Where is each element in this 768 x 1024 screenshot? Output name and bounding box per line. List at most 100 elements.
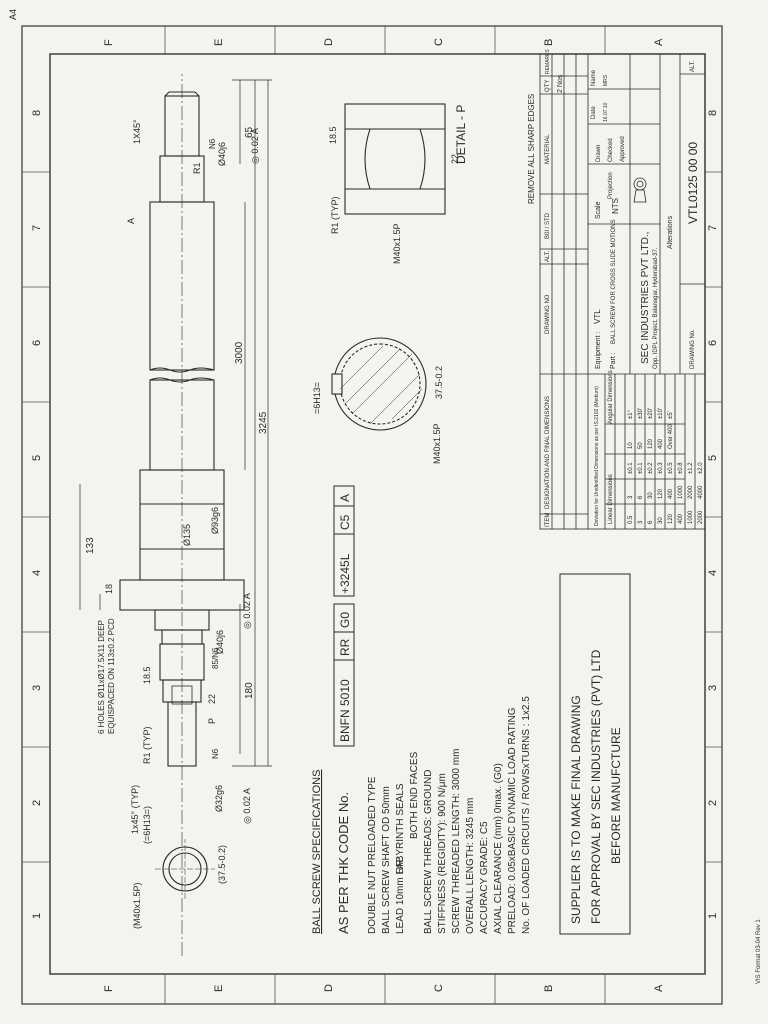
col-7: 7 xyxy=(31,225,43,231)
tol-cell: 400 xyxy=(668,488,674,499)
spec-both-end: BOTH END FACES xyxy=(409,751,420,839)
detail-p-marker: P xyxy=(207,718,217,724)
detail-dim-18-5: 18.5 xyxy=(328,126,338,144)
detail-title: DETAIL - P xyxy=(454,105,468,164)
surface-finish: 85/N6 xyxy=(211,647,220,669)
tol-cell: ±1° xyxy=(628,409,634,419)
row-a: A xyxy=(653,984,665,992)
break-line-a xyxy=(149,377,215,383)
code-box-1: BNFN 5010 xyxy=(338,679,352,742)
drawn-label: Drawn xyxy=(596,145,602,162)
col-alt: ALT. xyxy=(545,250,551,262)
approval-note-box xyxy=(559,573,631,935)
scale-label: Scale xyxy=(595,201,602,219)
col-designation: DESIGNATION AND FINAL DIMENSIONS xyxy=(545,396,551,509)
row-f: F xyxy=(103,985,115,992)
tol-cell: 400 xyxy=(658,438,664,449)
tol-cell: ±20' xyxy=(648,408,654,419)
dim-22: 22 xyxy=(207,694,217,704)
spec-line-6: SCREW THREADED LENGTH: 3000 mm xyxy=(451,749,462,934)
date-label: Date xyxy=(591,106,597,119)
col-3: 3 xyxy=(31,685,43,691)
equipment-value: VTL xyxy=(593,309,602,324)
tol-cell: ±2.0 xyxy=(698,462,704,474)
code-box-5: C5 xyxy=(338,514,352,530)
section-slot: =6H13= xyxy=(312,382,322,414)
remove-edges-note: REMOVE ALL SHARP EDGES xyxy=(527,94,536,204)
threaded-shaft-a xyxy=(149,379,215,471)
col-6: 6 xyxy=(31,340,43,346)
tol-cell: 120 xyxy=(658,488,664,499)
part-label: Part : xyxy=(610,352,617,369)
end-view-slot-dim: (37.5-0.2) xyxy=(217,845,227,884)
projection-symbol-icon xyxy=(633,177,647,203)
spec-line-1: DOUBLE NUT PRELOADED TYPE xyxy=(367,776,378,934)
n6-right: N6 xyxy=(208,138,217,149)
tol-cell: ±0.1 xyxy=(638,462,644,474)
col-7-bottom: 7 xyxy=(707,225,719,231)
col-8-bottom: 8 xyxy=(707,110,719,116)
tol-frame-3: ◎ 0.02 A xyxy=(250,128,260,164)
section-dim: 37.5-0.2 xyxy=(434,366,444,399)
row-c-right: C xyxy=(433,38,445,46)
holes-note-2: EQUISPACED ON 113±0.2 PCD xyxy=(107,618,116,734)
name-value: MRS xyxy=(603,74,609,86)
tol-cell: 3 xyxy=(628,495,634,499)
spec-line-7: OVERALL LENGTH: 3245 mm xyxy=(465,798,476,934)
dia-nut: Ø93g6 xyxy=(210,507,220,534)
tol-cell: ±10' xyxy=(658,408,664,419)
tol-cell: 6 xyxy=(648,520,654,524)
col-remarks: REMARKS xyxy=(545,49,551,74)
code-boxes xyxy=(333,485,355,747)
tol-cell: ±5' xyxy=(668,411,674,419)
holes-note-1: 6 HOLES Ø11xØ17.5X11 DEEP xyxy=(97,620,106,734)
tol-cell: ±0.3 xyxy=(658,462,664,474)
tol-cell: 30 xyxy=(658,517,664,524)
col-5: 5 xyxy=(31,455,43,461)
col-3-bottom: 3 xyxy=(707,685,719,691)
tol-cell: 1000 xyxy=(678,485,684,499)
r1-right: R1 xyxy=(192,162,202,174)
row-e: E xyxy=(213,985,225,992)
company-name: SEC INDUSTRIES PVT LTD., xyxy=(640,232,651,364)
tol-cell: 50 xyxy=(638,442,644,449)
spec-line-8: ACCURACY GRADE: C5 xyxy=(479,821,490,934)
spec-rr: RR: xyxy=(395,857,406,874)
col-4: 4 xyxy=(31,570,43,576)
tol-cell: ±0.2 xyxy=(648,462,654,474)
slot-note: (=6H13=) xyxy=(142,806,152,844)
dia-journal-left: Ø40j6 xyxy=(215,630,225,654)
col-6-bottom: 6 xyxy=(707,340,719,346)
tol-cell: 30 xyxy=(648,492,654,499)
col-item: ITEM xyxy=(545,513,551,527)
shaft-end-right xyxy=(164,95,200,157)
qty-handwritten: 2 Nos xyxy=(557,74,564,93)
row-b-right: B xyxy=(543,39,555,46)
tol-cell: 10 xyxy=(628,442,634,449)
tol-cell: 1000 xyxy=(688,510,694,524)
tol-cell: 120 xyxy=(668,513,674,524)
col-4-bottom: 4 xyxy=(707,570,719,576)
col-2-bottom: 2 xyxy=(707,800,719,806)
chamfer-right: 1X45° xyxy=(132,119,142,144)
drawing-no-label: DRAWING No. xyxy=(690,329,696,369)
tol-cell: 3 xyxy=(638,520,644,524)
row-c: C xyxy=(433,984,445,992)
checked-label: Checked xyxy=(608,138,614,162)
ball-screw-shaft xyxy=(119,74,245,956)
row-b: B xyxy=(543,985,555,992)
dimensions xyxy=(79,79,272,767)
tol-cell: 4000 xyxy=(698,485,704,499)
tol-frame-1: ◎ 0.02 A xyxy=(242,788,252,824)
scale-value: NTS xyxy=(611,198,620,214)
dim-left: 180 xyxy=(244,682,255,699)
code-box-6: A xyxy=(338,494,352,502)
part-value: BALL SCREW FOR CROSS SLIDE MOTIONS xyxy=(611,220,617,344)
outer-frame xyxy=(21,25,723,1005)
row-f-right: F xyxy=(103,39,115,46)
end-view-thread: (M40x1.5P) xyxy=(132,882,142,929)
col-drawing-no: DRAWING NO xyxy=(545,294,551,334)
detail-r1: R1 (TYP) xyxy=(330,196,340,234)
r1-typ: R1 (TYP) xyxy=(142,726,152,764)
